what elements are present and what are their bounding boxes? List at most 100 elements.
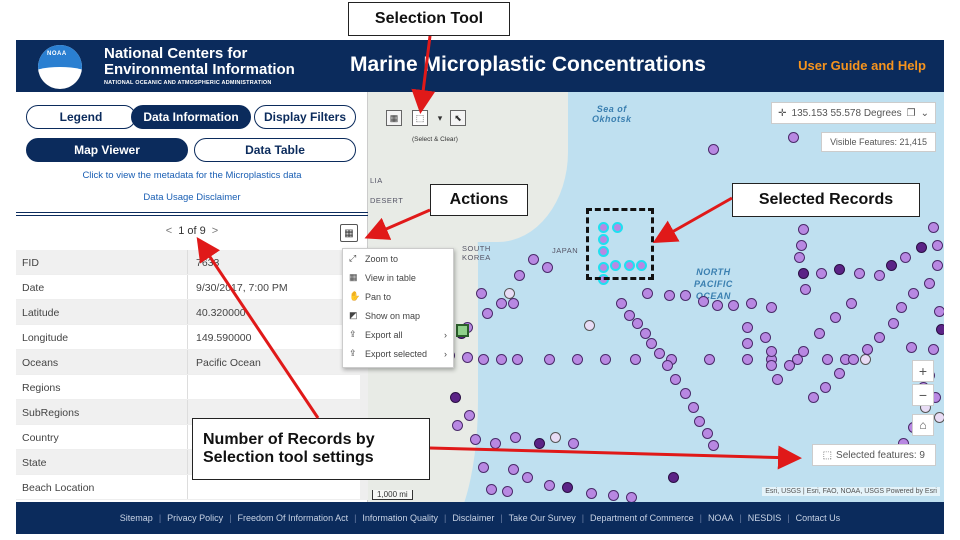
selected-data-point[interactable]: [624, 260, 635, 271]
data-point[interactable]: [544, 480, 555, 491]
data-point[interactable]: [708, 440, 719, 451]
data-point[interactable]: [708, 144, 719, 155]
data-point[interactable]: [508, 464, 519, 475]
data-point[interactable]: [712, 300, 723, 311]
data-point[interactable]: [626, 492, 637, 502]
data-point[interactable]: [616, 298, 627, 309]
data-point[interactable]: [512, 354, 523, 365]
legend-button[interactable]: Legend: [26, 105, 136, 129]
data-point[interactable]: [640, 328, 651, 339]
data-point[interactable]: [820, 382, 831, 393]
data-point[interactable]: [600, 354, 611, 365]
data-point[interactable]: [490, 438, 501, 449]
data-point[interactable]: [854, 268, 865, 279]
highlighted-data-point[interactable]: [456, 324, 469, 337]
data-point[interactable]: [694, 416, 705, 427]
footer-link[interactable]: Disclaimer: [452, 513, 495, 523]
data-point[interactable]: [746, 298, 757, 309]
data-point[interactable]: [798, 268, 809, 279]
data-point[interactable]: [900, 252, 911, 263]
coordinate-readout[interactable]: ✛ 135.153 55.578 Degrees ❐ ⌄: [771, 102, 936, 124]
data-point[interactable]: [728, 300, 739, 311]
data-point[interactable]: [482, 308, 493, 319]
display-filters-button[interactable]: Display Filters: [254, 105, 356, 129]
data-point[interactable]: [766, 346, 777, 357]
data-point[interactable]: [928, 344, 939, 355]
menu-item[interactable]: ⇪Export all›: [343, 325, 453, 344]
data-point[interactable]: [572, 354, 583, 365]
user-guide-link[interactable]: User Guide and Help: [798, 58, 926, 73]
data-point[interactable]: [798, 224, 809, 235]
data-point[interactable]: [670, 374, 681, 385]
data-point[interactable]: [742, 354, 753, 365]
select-tool-icon[interactable]: ⬚: [412, 110, 428, 126]
footer-link[interactable]: Take Our Survey: [508, 513, 576, 523]
data-point[interactable]: [688, 402, 699, 413]
data-point[interactable]: [452, 420, 463, 431]
data-point[interactable]: [698, 296, 709, 307]
data-point[interactable]: [896, 302, 907, 313]
grid-select-icon[interactable]: ▦: [386, 110, 402, 126]
data-point[interactable]: [874, 332, 885, 343]
data-point[interactable]: [822, 354, 833, 365]
data-point[interactable]: [514, 270, 525, 281]
data-point[interactable]: [476, 288, 487, 299]
copy-icon[interactable]: ❐: [906, 107, 916, 119]
data-point[interactable]: [680, 290, 691, 301]
data-point[interactable]: [542, 262, 553, 273]
data-point[interactable]: [792, 354, 803, 365]
data-point[interactable]: [846, 298, 857, 309]
data-point[interactable]: [584, 320, 595, 331]
menu-item[interactable]: ✋Pan to: [343, 287, 453, 306]
menu-item[interactable]: ⇪Export selected›: [343, 344, 453, 363]
data-point[interactable]: [462, 352, 473, 363]
data-point[interactable]: [808, 392, 819, 403]
data-point[interactable]: [630, 354, 641, 365]
zoom-in-button[interactable]: +: [912, 360, 934, 382]
selected-data-point[interactable]: [598, 222, 609, 233]
actions-button[interactable]: ▦: [340, 224, 358, 242]
selected-data-point[interactable]: [598, 234, 609, 245]
data-point[interactable]: [924, 278, 935, 289]
data-point[interactable]: [704, 354, 715, 365]
selected-data-point[interactable]: [598, 262, 609, 273]
data-point[interactable]: [798, 346, 809, 357]
data-point[interactable]: [662, 360, 673, 371]
selected-data-point[interactable]: [610, 260, 621, 271]
data-point[interactable]: [496, 298, 507, 309]
data-point[interactable]: [478, 462, 489, 473]
data-point[interactable]: [508, 298, 519, 309]
selected-features-badge[interactable]: ⬚ Selected features: 9: [811, 444, 936, 466]
data-point[interactable]: [906, 342, 917, 353]
data-point[interactable]: [908, 288, 919, 299]
data-point[interactable]: [766, 302, 777, 313]
data-point[interactable]: [654, 348, 665, 359]
data-point[interactable]: [642, 288, 653, 299]
data-point[interactable]: [886, 260, 897, 271]
data-point[interactable]: [814, 328, 825, 339]
data-point[interactable]: [936, 324, 944, 335]
footer-link[interactable]: Department of Commerce: [590, 513, 694, 523]
footer-link[interactable]: Privacy Policy: [167, 513, 224, 523]
data-point[interactable]: [784, 360, 795, 371]
data-point[interactable]: [742, 338, 753, 349]
data-point[interactable]: [760, 332, 771, 343]
data-point[interactable]: [916, 242, 927, 253]
data-point[interactable]: [486, 484, 497, 495]
footer-link[interactable]: Sitemap: [119, 513, 153, 523]
footer-link[interactable]: Information Quality: [362, 513, 438, 523]
data-point[interactable]: [534, 438, 545, 449]
data-point[interactable]: [522, 472, 533, 483]
data-point[interactable]: [464, 410, 475, 421]
prev-record-button[interactable]: <: [165, 225, 173, 237]
map-viewer-button[interactable]: Map Viewer: [26, 138, 188, 162]
data-point[interactable]: [550, 432, 561, 443]
data-point[interactable]: [772, 374, 783, 385]
footer-link[interactable]: NOAA: [707, 513, 734, 523]
data-point[interactable]: [816, 268, 827, 279]
data-point[interactable]: [800, 284, 811, 295]
metadata-link[interactable]: Click to view the metadata for the Micro…: [82, 170, 302, 181]
footer-link[interactable]: Freedom Of Information Act: [237, 513, 349, 523]
selected-data-point[interactable]: [612, 222, 623, 233]
data-point[interactable]: [796, 240, 807, 251]
